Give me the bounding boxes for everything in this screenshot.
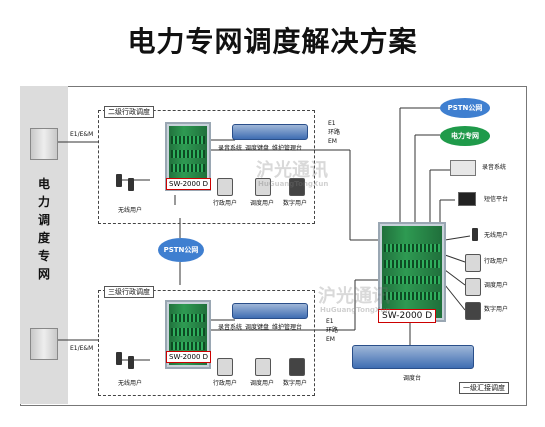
bottom-link-right-loop: 环路 — [326, 327, 339, 334]
brand-watermark-bottom-en: HuGuangTongXun — [320, 306, 391, 314]
bottom-switch-label: SW-2000 D — [166, 351, 212, 363]
bottom-keyboard-label: 调度键盘 — [245, 324, 270, 331]
right-console-label: 调度台 — [403, 375, 422, 382]
bottom-dispatch-label: 调度用户 — [250, 380, 275, 387]
top-link-right-em: EM — [328, 138, 337, 145]
bottom-recording-label: 录音系统 — [218, 324, 243, 331]
bottom-digital-phone-icon — [289, 358, 305, 376]
bottom-link-right-e1: E1 — [326, 318, 334, 325]
bottom-dispatch-box — [98, 290, 315, 396]
bottom-maintenance-label: 维护管理台 — [272, 324, 303, 331]
right-sms-label: 短信平台 — [484, 196, 509, 203]
bottom-digital-label: 数字用户 — [283, 380, 308, 387]
top-wireless-label: 无线用户 — [118, 207, 143, 214]
brand-watermark-top-en: HuGuangTongXun — [258, 180, 329, 188]
top-left-edge-device — [30, 128, 58, 160]
right-dispatch-label: 调度用户 — [484, 282, 509, 289]
bottom-wireless-phone-icon-2 — [128, 356, 134, 369]
power-net-cloud-label: 电力专网 — [451, 132, 479, 140]
top-dispatch-console — [232, 124, 308, 140]
right-recording-label: 录音系统 — [482, 164, 507, 171]
bottom-left-edge-device — [30, 328, 58, 360]
bottom-dispatch-box-label: 三级行政调度 — [104, 286, 154, 298]
brand-watermark-bottom: 沪光通讯 — [318, 286, 390, 307]
pstn-cloud-middle: PSTN公网 — [158, 238, 204, 262]
page-title: 电力专网调度解决方案 — [127, 25, 418, 58]
top-keyboard-label: 调度键盘 — [245, 145, 270, 152]
top-link-right-loop: 环路 — [328, 129, 341, 136]
sms-platform-pc-icon — [458, 192, 476, 206]
bottom-admin-phone-icon — [217, 358, 233, 376]
right-wireless-label: 无线用户 — [484, 232, 509, 239]
right-admin-phone-icon — [465, 254, 481, 272]
top-wireless-phone-icon-2 — [128, 178, 134, 191]
brand-watermark-top: 沪光通讯 — [256, 160, 328, 181]
pstn-cloud-right-label: PSTN公网 — [447, 104, 483, 112]
top-dispatch-box-label: 二级行政调度 — [104, 106, 154, 118]
pstn-cloud-middle-label: PSTN公网 — [163, 246, 199, 254]
top-recording-label: 录音系统 — [218, 145, 243, 152]
bottom-dispatch-console — [232, 303, 308, 319]
top-dispatch-label: 调度用户 — [250, 200, 275, 207]
top-digital-phone-icon — [289, 178, 305, 196]
pstn-cloud-right: PSTN公网 — [440, 98, 490, 118]
right-wireless-phone-icon — [472, 228, 478, 241]
bottom-dispatch-phone-icon — [255, 358, 271, 376]
power-dispatch-network-label: 电力调度专网 — [37, 177, 50, 281]
top-digital-label: 数字用户 — [283, 200, 308, 207]
top-wireless-phone-icon — [116, 174, 122, 187]
power-net-cloud: 电力专网 — [440, 126, 490, 146]
right-dispatch-phone-icon — [465, 278, 481, 296]
bottom-wireless-label: 无线用户 — [118, 380, 143, 387]
right-digital-phone-icon — [465, 302, 481, 320]
top-link-right-e1: E1 — [328, 120, 336, 127]
top-admin-label: 行政用户 — [213, 200, 238, 207]
top-admin-phone-icon — [217, 178, 233, 196]
right-admin-label: 行政用户 — [484, 258, 509, 265]
level1-dispatch-label: 一级汇接调度 — [459, 382, 509, 394]
recording-system-device-icon — [450, 160, 476, 176]
right-switch-label: SW-2000 D — [378, 309, 437, 323]
top-dispatch-phone-icon — [255, 178, 271, 196]
top-maintenance-label: 维护管理台 — [272, 145, 303, 152]
bottom-admin-label: 行政用户 — [213, 380, 238, 387]
bottom-wireless-phone-icon — [116, 352, 122, 365]
top-link-left-label: E1/E&M — [70, 131, 94, 138]
right-sw2000-cabinet — [378, 222, 446, 322]
level1-dispatch-console — [352, 345, 474, 369]
top-switch-label: SW-2000 D — [166, 178, 212, 190]
bottom-link-right-em: EM — [326, 336, 335, 343]
top-dispatch-box — [98, 110, 315, 224]
bottom-link-left-label: E1/E&M — [70, 345, 94, 352]
right-digital-label: 数字用户 — [484, 306, 509, 313]
